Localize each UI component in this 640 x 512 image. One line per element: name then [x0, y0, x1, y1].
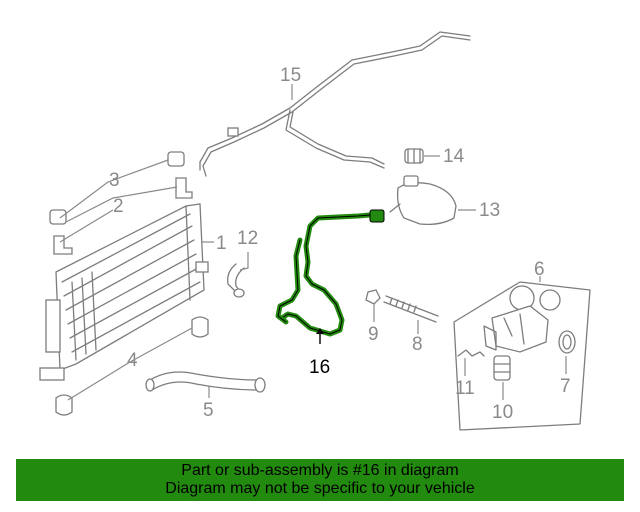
leader-lines	[59, 84, 567, 401]
part-11-clip	[457, 349, 485, 357]
part-16-coolant-hose	[275, 209, 385, 337]
part-10-thermostat	[493, 355, 511, 381]
part-3-mounts	[49, 151, 185, 225]
callout-15: 15	[280, 65, 301, 86]
callout-2: 2	[113, 196, 124, 217]
callout-13: 13	[479, 200, 500, 221]
part-15-coolant-tubes	[199, 31, 471, 177]
callout-6: 6	[534, 259, 545, 280]
parts-diagram: 1 2 3 4 5 6 7 8 9 10 11 12 13 14 15 16	[39, 31, 591, 431]
part-5-lower-hose	[145, 371, 266, 393]
part-2-brackets	[53, 177, 193, 255]
callout-14: 14	[443, 146, 465, 167]
part-12-upper-hose	[227, 263, 245, 298]
callout-5: 5	[203, 400, 214, 421]
banner-line-2: Diagram may not be specific to your vehi…	[165, 480, 475, 497]
banner-line-1: Part or sub-assembly is #16 in diagram	[181, 462, 459, 479]
part-1-radiator	[39, 203, 209, 381]
callout-3: 3	[109, 170, 120, 191]
callout-9: 9	[368, 324, 379, 345]
callout-11: 11	[455, 378, 475, 399]
part-7-o-ring	[558, 330, 576, 354]
part-14-reservoir-cap	[404, 148, 424, 164]
part-9-bushing	[365, 289, 381, 305]
callout-16: 16	[309, 357, 330, 378]
callout-7: 7	[560, 376, 571, 397]
part-8-stud	[383, 295, 439, 323]
callout-8: 8	[412, 334, 423, 355]
info-banner: Part or sub-assembly is #16 in diagram D…	[16, 459, 624, 501]
part-13-coolant-reservoir	[389, 175, 457, 226]
callout-4: 4	[127, 350, 138, 371]
part-6-thermostat-housing	[453, 281, 591, 431]
callout-10: 10	[492, 402, 513, 423]
callout-1: 1	[216, 233, 227, 254]
callout-12: 12	[237, 228, 258, 249]
